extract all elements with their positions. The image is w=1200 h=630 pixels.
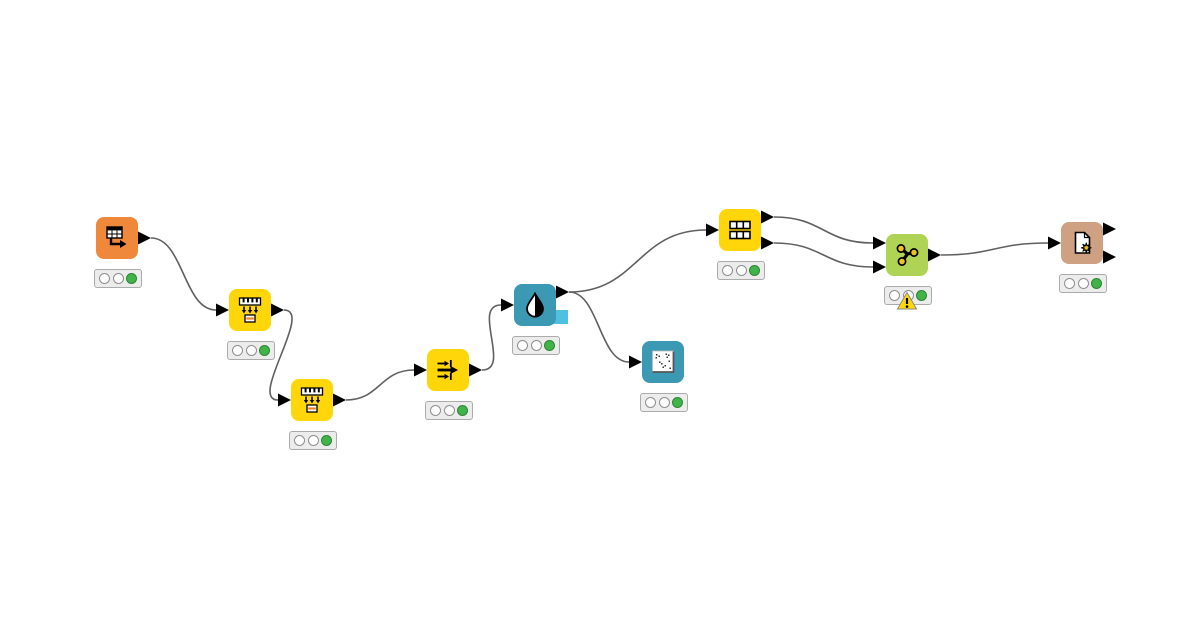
input-port[interactable] [629, 355, 642, 369]
table-arrow-icon [106, 226, 127, 248]
traffic-light [512, 336, 560, 355]
partition-table-icon [729, 220, 751, 240]
input-port[interactable] [873, 236, 886, 250]
model-output-port[interactable] [552, 310, 568, 324]
input-port[interactable] [706, 223, 719, 237]
connection-wire[interactable] [269, 309, 293, 401]
normalizer-icon [238, 297, 262, 323]
traffic-light [425, 401, 473, 420]
status-red-light [294, 435, 305, 446]
output-port[interactable] [761, 236, 774, 250]
input-port[interactable] [1048, 236, 1061, 250]
input-port[interactable] [414, 363, 427, 377]
connection-wire[interactable] [940, 242, 1049, 256]
status-yellow-light [245, 345, 257, 356]
status-green-light [457, 405, 468, 416]
connection-wire[interactable] [481, 304, 502, 371]
normalizer-2-node[interactable] [291, 379, 333, 421]
status-yellow-light [307, 435, 319, 446]
output-port[interactable] [138, 231, 151, 245]
connection-wire[interactable] [568, 291, 630, 363]
status-red-light [889, 290, 900, 301]
status-green-light [126, 273, 137, 284]
partitioning-node[interactable] [719, 209, 761, 251]
traffic-light [640, 393, 688, 412]
status-green-light [544, 340, 555, 351]
status-green-light [1091, 278, 1102, 289]
status-red-light [99, 273, 110, 284]
output-port[interactable] [928, 248, 941, 262]
output-port[interactable] [1103, 222, 1116, 236]
status-green-light [749, 265, 760, 276]
color-manager-node[interactable] [514, 284, 556, 326]
status-red-light [517, 340, 528, 351]
file-writer-node[interactable] [1061, 222, 1103, 264]
status-yellow-light [735, 265, 747, 276]
status-green-light [321, 435, 332, 446]
status-red-light [722, 265, 733, 276]
status-red-light [232, 345, 243, 356]
traffic-light [94, 269, 142, 288]
status-yellow-light [530, 340, 542, 351]
traffic-light [227, 341, 275, 360]
input-port[interactable] [501, 298, 514, 312]
scatter-plot-icon [652, 350, 675, 373]
status-red-light [645, 397, 656, 408]
scatter-plot-node[interactable] [642, 341, 684, 383]
connection-wire[interactable] [345, 369, 415, 401]
status-yellow-light [443, 405, 455, 416]
traffic-light [1059, 274, 1107, 293]
status-yellow-light [1077, 278, 1089, 289]
input-port[interactable] [278, 393, 291, 407]
status-red-light [1064, 278, 1075, 289]
droplet-icon [526, 292, 544, 318]
output-port[interactable] [469, 363, 482, 377]
input-port[interactable] [216, 303, 229, 317]
output-port[interactable] [271, 303, 284, 317]
traffic-light [289, 431, 337, 450]
traffic-light [717, 261, 765, 280]
connection-wire[interactable] [150, 237, 217, 311]
status-yellow-light [112, 273, 124, 284]
status-green-light [916, 290, 927, 301]
output-port[interactable] [333, 393, 346, 407]
input-port[interactable] [873, 260, 886, 274]
table-creator-node[interactable] [96, 217, 138, 259]
connection-wire[interactable] [773, 242, 874, 268]
output-port[interactable] [556, 285, 569, 299]
column-filter-icon [437, 360, 458, 380]
output-port[interactable] [1103, 250, 1116, 264]
document-star-icon [1074, 231, 1092, 254]
status-green-light [672, 397, 683, 408]
normalizer-1-node[interactable] [229, 289, 271, 331]
connection-wire[interactable] [773, 216, 874, 244]
warning-icon [896, 291, 918, 310]
column-filter-node[interactable] [427, 349, 469, 391]
status-red-light [430, 405, 441, 416]
k-nearest-neighbor-node[interactable] [886, 234, 928, 276]
status-green-light [259, 345, 270, 356]
normalizer-icon [300, 387, 324, 413]
connection-wire[interactable] [568, 229, 707, 293]
network-icon [896, 244, 919, 266]
status-yellow-light [658, 397, 670, 408]
output-port[interactable] [761, 210, 774, 224]
